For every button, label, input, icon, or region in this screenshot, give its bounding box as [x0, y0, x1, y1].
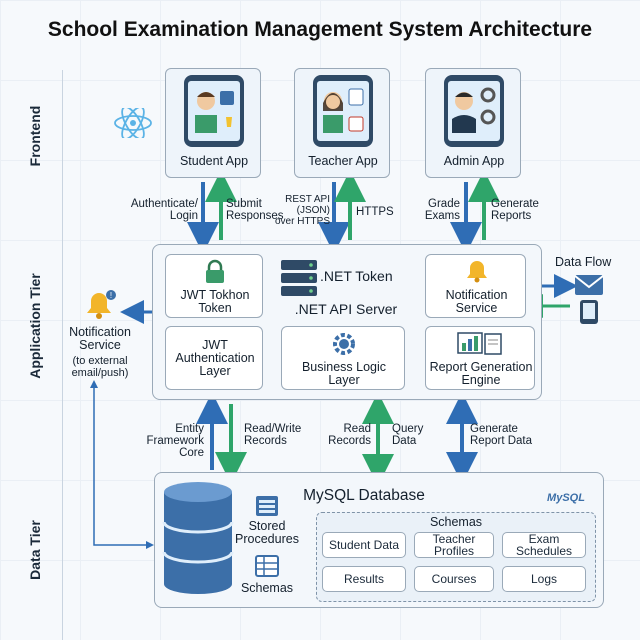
admin-app-label: Admin App — [443, 154, 505, 168]
tier-divider — [62, 70, 63, 640]
label-grade-exams: Grade Exams — [424, 198, 460, 222]
gear-icon — [333, 333, 355, 355]
admin-app-card[interactable]: Admin App — [425, 68, 521, 178]
net-api-server-label: .NET API Server — [294, 301, 398, 317]
label-rest-api: REST API (JSON) over HTTPS — [274, 194, 330, 227]
report-chart-icon — [457, 332, 502, 355]
teacher-app-label: Teacher App — [308, 154, 378, 168]
mysql-logo: MySQL — [547, 492, 585, 504]
admin-phone-icon — [444, 75, 504, 147]
report-engine-box[interactable]: Report Generation Engine — [425, 326, 535, 390]
report-engine-label: Report Generation Engine — [429, 360, 533, 387]
external-notification-label: Notification Service — [69, 325, 131, 352]
schema-cell-courses[interactable]: Courses — [414, 566, 494, 592]
bell-icon — [467, 261, 487, 283]
label-entity-framework: Entity Framework Core — [146, 423, 204, 459]
jwt-token-box[interactable]: JWT Tokhon Token — [165, 254, 263, 318]
business-logic-box[interactable]: Business Logic Layer — [281, 326, 405, 390]
student-app-label: Student App — [179, 154, 249, 168]
schemas-icon-label: Schemas — [240, 581, 294, 595]
net-token-label: .NET Token — [320, 268, 393, 284]
label-submit-responses: Submit Responses — [226, 198, 284, 222]
svg-text:!: ! — [110, 291, 112, 300]
notification-service-box[interactable]: Notification Service — [425, 254, 526, 318]
database-icon — [162, 482, 234, 594]
data-flow-label: Data Flow — [555, 255, 612, 269]
teacher-phone-icon — [313, 75, 373, 147]
mobile-icon — [580, 300, 598, 324]
server-icon — [281, 260, 317, 296]
stored-procedures-icon — [256, 496, 278, 516]
page-title: School Examination Management System Arc… — [47, 18, 593, 41]
stored-procedures-label: Stored Procedures — [235, 519, 299, 546]
label-read-write: Read/Write Records — [244, 423, 302, 447]
jwt-auth-layer-label: JWT Authentication Layer — [175, 338, 255, 378]
label-authenticate-login: Authenticate/ Login — [130, 198, 198, 222]
lock-icon — [206, 259, 224, 283]
student-app-card[interactable]: Student App — [165, 68, 261, 178]
jwt-auth-layer-box[interactable]: JWT Authentication Layer — [165, 326, 263, 390]
label-query-data: Query Data — [392, 423, 424, 447]
teacher-app-card[interactable]: Teacher App — [294, 68, 390, 178]
react-icon — [114, 108, 152, 138]
line-db-notification — [93, 385, 150, 546]
schemas-icon — [255, 555, 279, 577]
label-https: HTTPS — [356, 206, 394, 218]
schemas-title: Schemas — [429, 515, 483, 529]
mysql-database-title: MySQL Database — [303, 487, 425, 504]
external-notification-note: (to external email/push) — [71, 355, 129, 379]
schema-cell-exam-schedules[interactable]: Exam Schedules — [502, 532, 586, 558]
student-phone-icon — [184, 75, 244, 147]
schema-cell-student-data[interactable]: Student Data — [322, 532, 406, 558]
schema-cell-results[interactable]: Results — [322, 566, 406, 592]
schema-cell-teacher-profiles[interactable]: Teacher Profiles — [414, 532, 494, 558]
notification-service-label: Notification Service — [445, 288, 508, 315]
email-icon — [574, 275, 604, 295]
label-generate-report-data: Generate Report Data — [470, 423, 533, 447]
label-read-records: Read Records — [328, 423, 371, 447]
label-generate-reports: Generate Reports — [491, 198, 539, 222]
business-logic-label: Business Logic Layer — [301, 360, 387, 387]
external-bell-icon: ! — [87, 290, 116, 319]
jwt-token-label: JWT Tokhon Token — [180, 288, 250, 315]
schema-cell-logs[interactable]: Logs — [502, 566, 586, 592]
